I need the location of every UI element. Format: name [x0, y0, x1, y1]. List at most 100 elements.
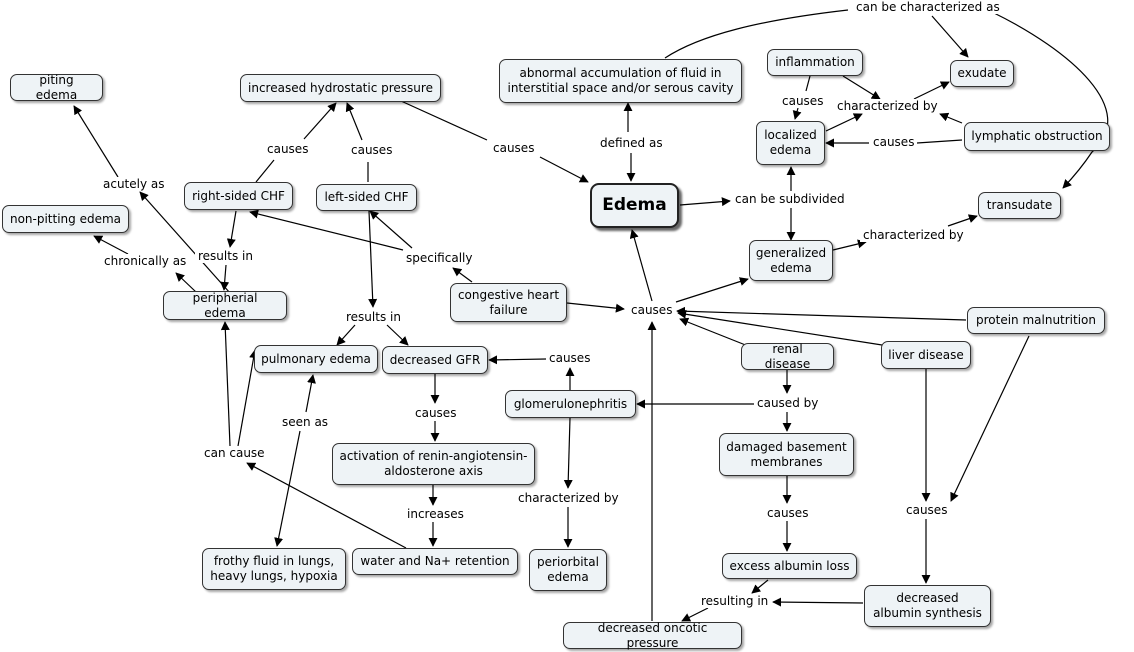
- link-acutely-to-piting: [73, 105, 119, 178]
- link-causes-to-gfr: [488, 355, 547, 365]
- link-characterized-to-transudate: [947, 214, 978, 227]
- link-label-chronically-as: chronically as: [101, 254, 190, 268]
- link-causes-to-generalized: [675, 277, 749, 303]
- concept-abnormal-accumulation[interactable]: abnormal accumulation of fluid in inters…: [499, 59, 742, 103]
- link-label-can-be-characterized-as: can be characterized as: [853, 0, 1003, 14]
- link-label-caused-by: caused by: [754, 396, 822, 410]
- link-albumin-loss-to-resulting: [751, 579, 769, 594]
- concept-glomerulonephritis[interactable]: glomerulonephritis: [505, 390, 636, 418]
- concept-localized-edema[interactable]: localized edema: [756, 121, 825, 165]
- link-label-seen-as: seen as: [279, 415, 332, 429]
- concept-increased-hydrostatic-pressure[interactable]: increased hydrostatic pressure: [240, 74, 441, 102]
- link-liver-to-causes: [677, 309, 883, 346]
- link-label-characterized-by-glomerulo: characterized by: [515, 491, 622, 505]
- concept-decreased-albumin-synthesis[interactable]: decreased albumin synthesis: [864, 585, 991, 627]
- link-label-defined-as: defined as: [597, 136, 666, 150]
- concept-decreased-oncotic-pressure[interactable]: decreased oncotic pressure: [563, 621, 742, 650]
- link-protein-to-causes: [676, 306, 967, 321]
- link-label-causes-basement: causes: [764, 506, 812, 520]
- concept-inflammation[interactable]: inflammation: [767, 49, 863, 76]
- concept-excess-albumin-loss[interactable]: excess albumin loss: [722, 553, 857, 579]
- link-label-characterized-by-top: characterized by: [834, 99, 941, 113]
- link-glomerulo-to-characterized: [563, 417, 573, 489]
- link-water-to-can-cause: [246, 462, 407, 549]
- link-label-results-in-left: results in: [343, 310, 404, 324]
- link-chf-to-specifically: [452, 267, 473, 283]
- link-causes-to-localized: [792, 107, 802, 120]
- concept-congestive-heart-failure[interactable]: congestive heart failure: [450, 283, 567, 322]
- link-peripherial-to-acutely: [139, 191, 231, 294]
- link-resulting-to-oncotic: [681, 607, 709, 622]
- concept-periorbital-edema[interactable]: periorbital edema: [529, 549, 607, 591]
- link-protein-to-causes-2: [950, 335, 1030, 502]
- link-label-causes-glomerulo: causes: [546, 351, 594, 365]
- link-generalized-to-characterized: [832, 239, 867, 251]
- link-chronically-to-nonpitting: [93, 235, 129, 255]
- concept-liver-disease[interactable]: liver disease: [881, 341, 971, 369]
- link-label-results-in-right: results in: [195, 249, 256, 263]
- link-results-in-to-gfr: [386, 324, 409, 346]
- link-label-characterized-by-generalized: characterized by: [860, 228, 967, 242]
- link-causes-to-edema: [539, 156, 589, 183]
- concept-edema[interactable]: Edema: [590, 183, 679, 228]
- link-causes-to-hydrostatic-left: [303, 102, 337, 140]
- link-results-in-to-pulmonary: [336, 324, 356, 346]
- link-label-causes-inflammation: causes: [779, 94, 827, 108]
- concept-decreased-gfr[interactable]: decreased GFR: [382, 346, 488, 374]
- concept-transudate[interactable]: transudate: [978, 192, 1061, 219]
- link-label-causes-gfr: causes: [412, 406, 460, 420]
- link-can-cause-to-peripherial: [220, 321, 231, 447]
- concept-frothy-fluid[interactable]: frothy fluid in lungs, heavy lungs, hypo…: [202, 548, 346, 590]
- link-inflammation-to-characterized: [842, 75, 881, 100]
- link-right-chf-to-causes: [255, 159, 275, 183]
- link-lymphatic-to-causes: [916, 139, 963, 144]
- concept-generalized-edema[interactable]: generalized edema: [749, 240, 833, 281]
- link-lymphatic-to-characterized: [939, 112, 963, 124]
- link-results-in-to-peripherial: [220, 264, 230, 291]
- concept-renal-disease[interactable]: renal disease: [741, 342, 834, 371]
- link-label-causes-hydrostatic-left: causes: [264, 142, 312, 156]
- link-causes-to-hydrostatic-right: [345, 102, 363, 141]
- concept-damaged-basement-membranes[interactable]: damaged basement membranes: [719, 433, 854, 476]
- link-specifically-to-left-chf: [369, 210, 413, 249]
- link-label-causes-to-edema: causes: [490, 141, 538, 155]
- concept-right-sided-chf[interactable]: right-sided CHF: [184, 182, 293, 210]
- link-chf-to-causes: [566, 302, 625, 313]
- link-causes-to-edema-main: [629, 229, 653, 302]
- link-inflammation-to-causes: [805, 75, 811, 92]
- link-left-chf-to-results-in: [368, 210, 378, 308]
- link-right-chf-to-results-in: [226, 210, 237, 248]
- link-peripherial-to-chronically: [175, 272, 197, 293]
- link-label-acutely-as: acutely as: [100, 177, 168, 191]
- link-label-resulting-in: resulting in: [698, 594, 772, 608]
- link-label-causes-main: causes: [628, 303, 676, 317]
- link-can-cause-to-pulmonary: [237, 349, 259, 447]
- link-hydrostatic-to-causes: [400, 100, 488, 141]
- link-localized-to-characterized: [825, 113, 863, 132]
- concept-piting-edema[interactable]: piting edema: [10, 73, 103, 102]
- link-seen-as-to-pulmonary: [305, 374, 316, 413]
- link-characterized-to-exudate: [913, 81, 950, 100]
- link-renal-to-causes: [679, 317, 749, 347]
- link-label-increases: increases: [404, 507, 467, 521]
- concept-pulmonary-edema[interactable]: pulmonary edema: [254, 345, 378, 373]
- link-synthesis-to-resulting: [772, 597, 864, 607]
- link-label-can-cause: can cause: [201, 446, 268, 460]
- concept-left-sided-chf[interactable]: left-sided CHF: [316, 184, 417, 211]
- concept-protein-malnutrition[interactable]: protein malnutrition: [967, 307, 1105, 334]
- link-label-causes-lymphatic: causes: [870, 135, 918, 149]
- link-edema-to-subdivided: [679, 197, 731, 207]
- concept-non-pitting-edema[interactable]: non-pitting edema: [2, 205, 129, 233]
- link-characterized-as-to-exudate: [931, 15, 969, 58]
- link-label-causes-hydrostatic-right: causes: [348, 143, 396, 157]
- link-characterized-as-to-transudate: [991, 11, 1109, 189]
- concept-raas[interactable]: activation of renin-angiotensin-aldoster…: [332, 443, 535, 485]
- concept-exudate[interactable]: exudate: [950, 60, 1014, 87]
- concept-water-na-retention[interactable]: water and Na+ retention: [352, 548, 518, 575]
- link-seen-as-to-frothy: [274, 430, 301, 547]
- concept-peripherial-edema[interactable]: peripherial edema: [163, 291, 287, 320]
- concept-lymphatic-obstruction[interactable]: lymphatic obstruction: [964, 122, 1110, 151]
- link-abnormal-to-characterized-as: [664, 9, 849, 59]
